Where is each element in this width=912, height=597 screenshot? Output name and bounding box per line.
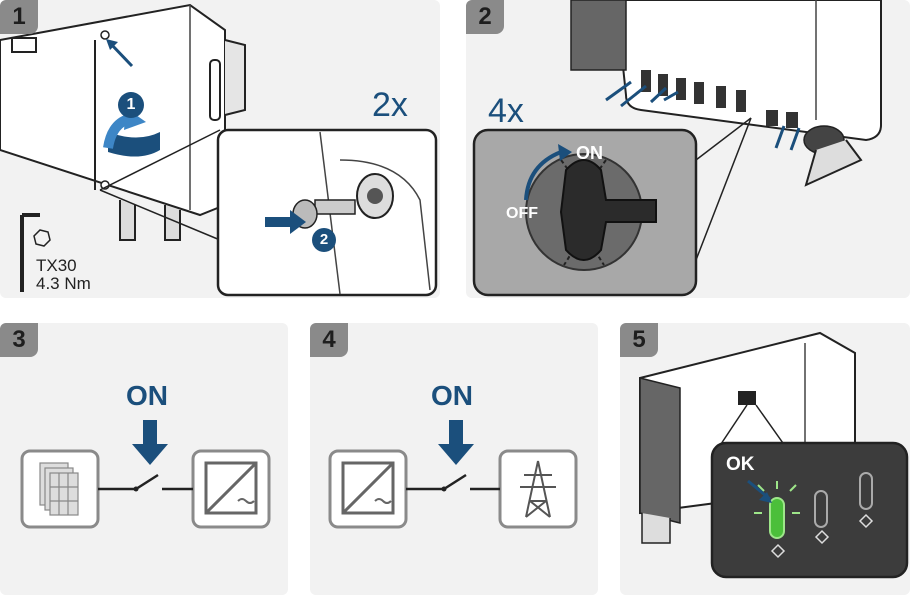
led-ok-label: OK	[726, 454, 755, 475]
dc-on-label: ON	[126, 380, 168, 411]
callout-1-label: 1	[126, 96, 136, 113]
callout-2-label: 2	[319, 231, 329, 248]
torque-label: 4.3 Nm	[36, 274, 91, 293]
inverter-to-grid-diagram	[328, 420, 578, 529]
step-badge-3: 3	[0, 323, 38, 357]
tool-name-label: TX30	[36, 256, 77, 275]
step-badge-1: 1	[0, 0, 38, 34]
callout-2-badge: 2	[312, 228, 336, 252]
switch-off-label: OFF	[506, 205, 538, 222]
dc-switch-illustration	[472, 0, 882, 297]
inverter-led-check-illustration	[639, 331, 909, 579]
panel-step-1: 1 1 2 2x TX30 4.3 Nm	[0, 0, 440, 298]
pv-to-inverter-diagram	[20, 420, 271, 529]
panel-step-2: 2 4x ON OFF	[466, 0, 910, 298]
inverter-cover-illustration	[0, 3, 438, 297]
panel-step-3: 3 ON	[0, 323, 288, 595]
connector-count-label: 4x	[488, 92, 524, 130]
panel-step-5: 5 OK	[620, 323, 910, 595]
ac-on-label: ON	[431, 380, 473, 411]
screw-count-label: 2x	[372, 86, 408, 124]
callout-1-badge: 1	[118, 92, 144, 118]
step-badge-5: 5	[620, 323, 658, 357]
panel-step-4: 4 ON	[310, 323, 598, 595]
step-badge-4: 4	[310, 323, 348, 357]
switch-on-label: ON	[576, 143, 603, 163]
pv-module-icon	[39, 462, 79, 516]
power-grid-icon	[520, 460, 556, 518]
step-badge-2: 2	[466, 0, 504, 34]
